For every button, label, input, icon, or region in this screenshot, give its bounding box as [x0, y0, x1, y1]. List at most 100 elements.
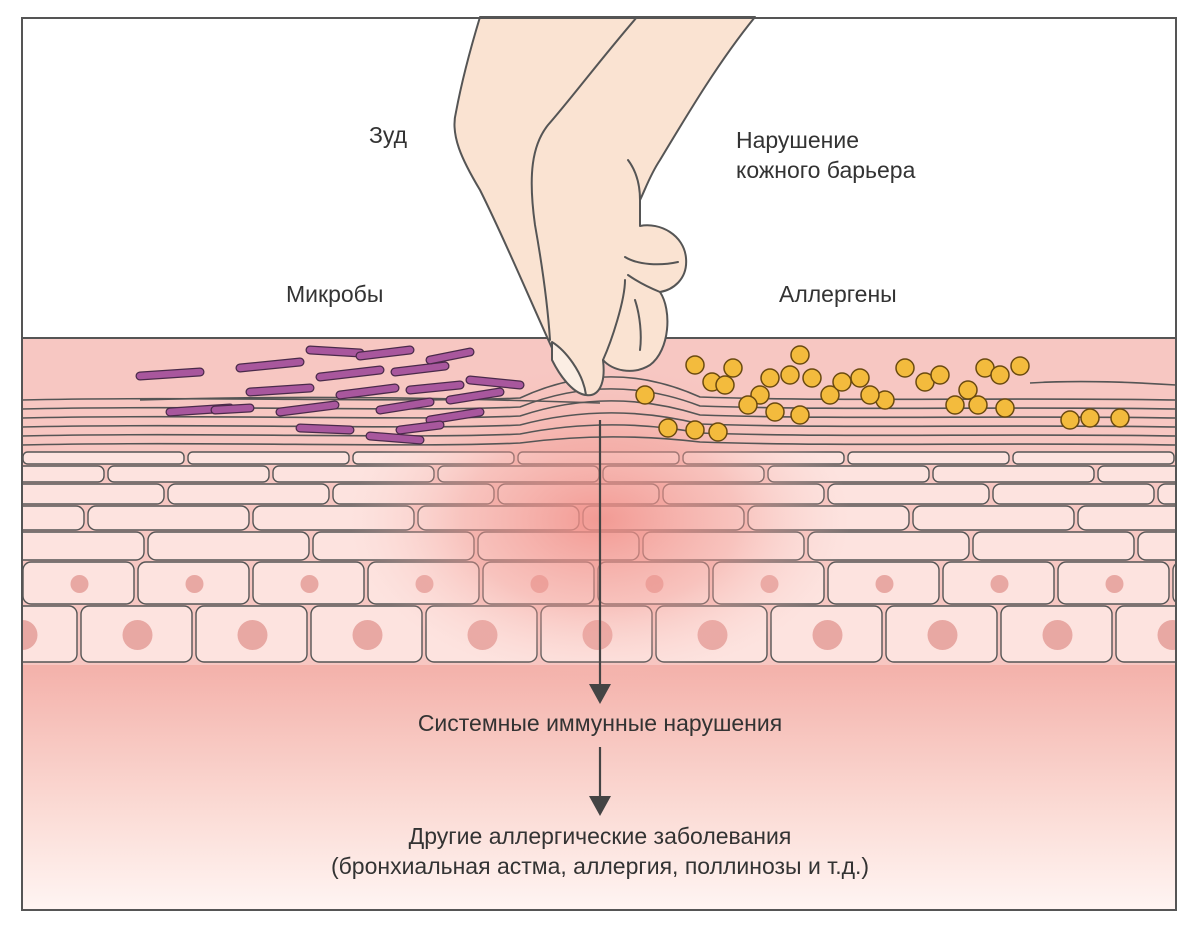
skin-cell	[992, 483, 1155, 505]
cell-nucleus	[1042, 620, 1073, 650]
cell-nucleus	[1157, 620, 1176, 650]
skin-cell	[847, 451, 1010, 465]
cell-nucleus	[185, 575, 204, 593]
rod-bacteria-icon	[391, 362, 449, 376]
rod-bacteria-icon	[246, 384, 314, 396]
cell-nucleus	[812, 620, 843, 650]
skin-cell	[1172, 562, 1176, 604]
label-itch: Зуд	[369, 122, 408, 148]
allergen-particle-icon	[995, 398, 1015, 418]
skin-cell	[22, 465, 105, 483]
allergen-particle-icon	[708, 422, 728, 442]
rod-bacteria-icon	[306, 346, 364, 357]
skin-cell	[22, 483, 165, 505]
allergen-particle-icon	[635, 385, 655, 405]
skin-cell	[1012, 451, 1175, 465]
cell-nucleus	[22, 620, 38, 650]
cell-nucleus	[70, 575, 89, 593]
allergen-particle-icon	[685, 355, 705, 375]
label-systemic-immune: Системные иммунные нарушения	[417, 710, 783, 736]
allergen-particle-icon	[780, 365, 800, 385]
skin-layer-line	[22, 412, 1176, 428]
skin-cell	[1115, 605, 1176, 663]
skin-layer-line	[22, 436, 1176, 446]
allergen-particle-icon	[790, 405, 810, 425]
allergen-particle-icon	[1060, 410, 1080, 430]
skin-layer-line	[22, 424, 1176, 437]
label-other-diseases: Другие аллергические заболевания (бронхи…	[331, 821, 869, 881]
skin-cell	[1077, 505, 1176, 531]
skin-cell	[1097, 465, 1176, 483]
allergen-particle-icon	[658, 418, 678, 438]
allergens-group	[635, 345, 1130, 442]
skin-cell	[932, 465, 1095, 483]
cell-nucleus	[875, 575, 894, 593]
allergen-particle-icon	[760, 368, 780, 388]
allergen-particle-icon	[765, 402, 785, 422]
rod-bacteria-icon	[376, 398, 434, 414]
arrow-down-icon-2	[589, 747, 611, 816]
cell-nucleus	[352, 620, 383, 650]
skin-cell	[147, 531, 310, 561]
arrow-down-icon	[589, 420, 611, 704]
skin-cell	[1157, 483, 1176, 505]
cell-nucleus	[990, 575, 1009, 593]
scratching-hand-icon	[453, 16, 756, 397]
rod-bacteria-icon	[316, 366, 384, 381]
cell-nucleus	[1105, 575, 1124, 593]
cell-nucleus	[300, 575, 319, 593]
allergen-particle-icon	[1010, 356, 1030, 376]
rod-bacteria-icon	[276, 401, 339, 416]
rod-bacteria-icon	[356, 346, 414, 360]
allergen-particle-icon	[860, 385, 880, 405]
label-allergens: Аллергены	[779, 281, 897, 307]
rod-bacteria-icon	[236, 358, 304, 372]
skin-cell	[972, 531, 1135, 561]
allergen-particle-icon	[895, 358, 915, 378]
allergen-particle-icon	[820, 385, 840, 405]
skin-cell	[912, 505, 1075, 531]
label-other-line1: Другие аллергические заболевания	[408, 823, 792, 849]
skin-cell	[187, 451, 350, 465]
cell-nucleus	[122, 620, 153, 650]
skin-layer-line	[139, 396, 601, 404]
allergen-particle-icon	[832, 372, 852, 392]
allergen-particle-icon	[945, 395, 965, 415]
skin-cell	[22, 605, 78, 663]
rod-bacteria-icon	[426, 348, 474, 364]
label-barrier-line2: кожного барьера	[736, 157, 916, 183]
rod-bacteria-icon	[426, 408, 484, 424]
skin-cell	[22, 531, 145, 561]
label-other-line2: (бронхиальная астма, аллергия, поллинозы…	[330, 853, 870, 879]
skin-cell	[87, 505, 250, 531]
microbes-group	[135, 345, 525, 445]
cell-nucleus	[237, 620, 268, 650]
label-barrier-disruption: Нарушение кожного барьера	[736, 125, 915, 185]
rod-bacteria-icon	[136, 368, 204, 380]
skin-cell	[22, 505, 85, 531]
skin-cell	[167, 483, 330, 505]
rod-bacteria-icon	[366, 432, 424, 444]
allergen-particle-icon	[1110, 408, 1130, 428]
rod-bacteria-icon	[336, 384, 399, 399]
allergen-particle-icon	[850, 368, 870, 388]
rod-bacteria-icon	[446, 388, 504, 404]
label-barrier-line1: Нарушение	[736, 127, 860, 153]
allergen-particle-icon	[1080, 408, 1100, 428]
allergen-particle-icon	[990, 365, 1010, 385]
skin-cell	[1178, 452, 1200, 464]
allergen-particle-icon	[930, 365, 950, 385]
allergen-particle-icon	[968, 395, 988, 415]
allergen-particle-icon	[802, 368, 822, 388]
skin-cell	[107, 465, 270, 483]
label-microbes: Микробы	[286, 281, 384, 307]
skin-layer-line	[22, 400, 1176, 419]
allergen-particle-icon	[790, 345, 810, 365]
allergen-particle-icon	[738, 395, 758, 415]
rod-bacteria-icon	[406, 381, 464, 394]
cell-nucleus	[927, 620, 958, 650]
rod-bacteria-icon	[296, 424, 354, 434]
rod-bacteria-icon	[396, 421, 444, 434]
skin-cell	[1137, 531, 1176, 561]
